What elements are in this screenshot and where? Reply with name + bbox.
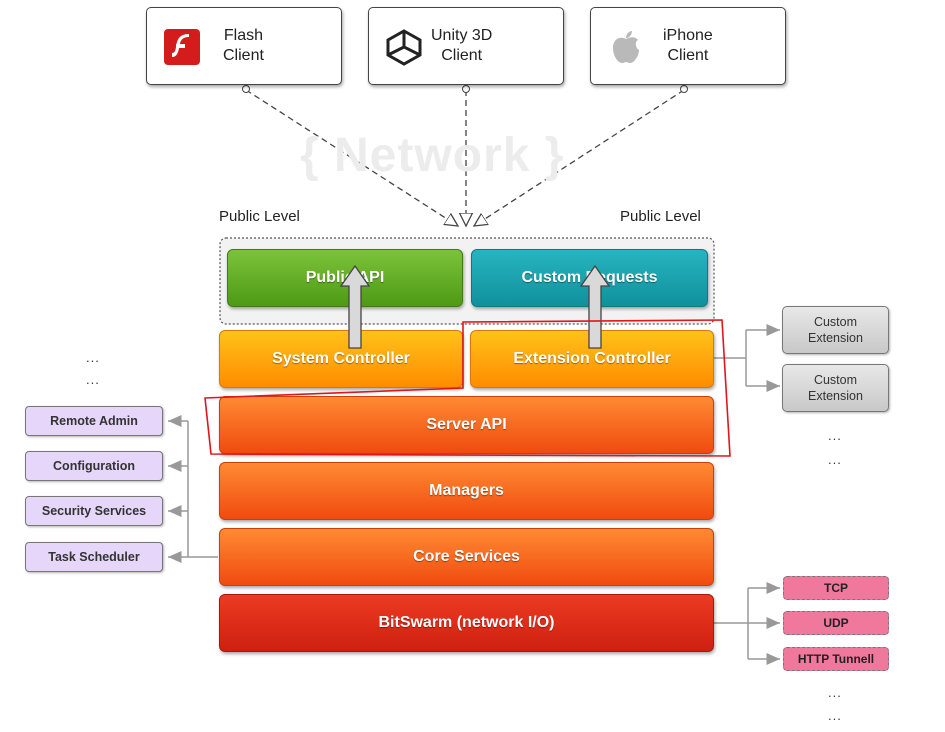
configuration-box: Configuration (25, 451, 163, 481)
public-api-block: Public API (227, 249, 463, 307)
network-watermark: { Network } (300, 129, 565, 182)
iphone-client-line2: Client (667, 47, 709, 64)
http-tunnel-label: HTTP Tunnell (797, 652, 875, 666)
public-level-right-label: Public Level (620, 208, 701, 225)
flash-client-box: Flash Client (146, 7, 342, 85)
managers-label: Managers (429, 482, 504, 499)
extension-controller-label: Extension Controller (513, 350, 671, 367)
remote-admin-label: Remote Admin (50, 414, 138, 428)
extension-up-arrow (579, 264, 611, 349)
flash-icon (164, 29, 200, 65)
remote-admin-box: Remote Admin (25, 406, 163, 436)
system-controller-block: System Controller (219, 330, 463, 388)
system-controller-label: System Controller (272, 350, 410, 367)
custom-extension-1-line1: Custom (813, 315, 858, 329)
iphone-client-line1: iPhone (663, 27, 713, 44)
flash-client-label: Flash Client (223, 26, 264, 66)
udp-label: UDP (823, 616, 849, 630)
protocol-ellipsis-1: ... (828, 685, 842, 700)
task-scheduler-label: Task Scheduler (48, 550, 140, 564)
tcp-box: TCP (783, 576, 889, 600)
bitswarm-block: BitSwarm (network I/O) (219, 594, 714, 652)
unity-icon (386, 29, 422, 66)
unity-client-line1: Unity 3D (431, 27, 493, 44)
left-ellipsis-1: ... (86, 350, 100, 365)
bitswarm-label: BitSwarm (network I/O) (378, 614, 555, 631)
flash-link-end (242, 85, 250, 93)
custom-extension-2-line2: Extension (808, 389, 863, 403)
core-services-block: Core Services (219, 528, 714, 586)
protocol-ellipsis-2: ... (828, 708, 842, 723)
core-services-label: Core Services (413, 548, 520, 565)
task-scheduler-box: Task Scheduler (25, 542, 163, 572)
custom-extension-2-line1: Custom (813, 373, 858, 387)
custom-extension-box-1: Custom Extension (782, 306, 889, 354)
tcp-label: TCP (824, 581, 848, 595)
udp-box: UDP (783, 611, 889, 635)
flash-link (245, 89, 458, 226)
iphone-link (474, 89, 685, 226)
unity-client-box: Unity 3D Client (368, 7, 564, 85)
extension-ellipsis-2: ... (828, 452, 842, 467)
custom-extension-1-line2: Extension (808, 331, 863, 345)
flash-client-line1: Flash (223, 27, 264, 44)
server-api-label: Server API (426, 416, 507, 433)
public-level-left-label: Public Level (219, 208, 300, 225)
configuration-label: Configuration (53, 459, 135, 473)
security-services-box: Security Services (25, 496, 163, 526)
system-up-arrow (339, 264, 371, 349)
extension-connector (714, 324, 780, 392)
server-api-block: Server API (219, 396, 714, 454)
protocol-connector (714, 582, 780, 665)
unity-link-end (462, 85, 470, 93)
flash-client-line2: Client (223, 47, 264, 64)
network-links (245, 89, 685, 226)
managers-block: Managers (219, 462, 714, 520)
services-connector (168, 415, 218, 563)
iphone-client-box: iPhone Client (590, 7, 786, 85)
unity-client-label: Unity 3D Client (431, 26, 492, 66)
extension-ellipsis-1: ... (828, 428, 842, 443)
iphone-link-end (680, 85, 688, 93)
apple-icon (613, 31, 639, 63)
security-services-label: Security Services (41, 504, 147, 518)
iphone-client-label: iPhone Client (663, 26, 713, 66)
http-tunnel-box: HTTP Tunnell (783, 647, 889, 671)
unity-client-line2: Client (441, 47, 483, 64)
left-ellipsis-2: ... (86, 372, 100, 387)
custom-extension-box-2: Custom Extension (782, 364, 889, 412)
